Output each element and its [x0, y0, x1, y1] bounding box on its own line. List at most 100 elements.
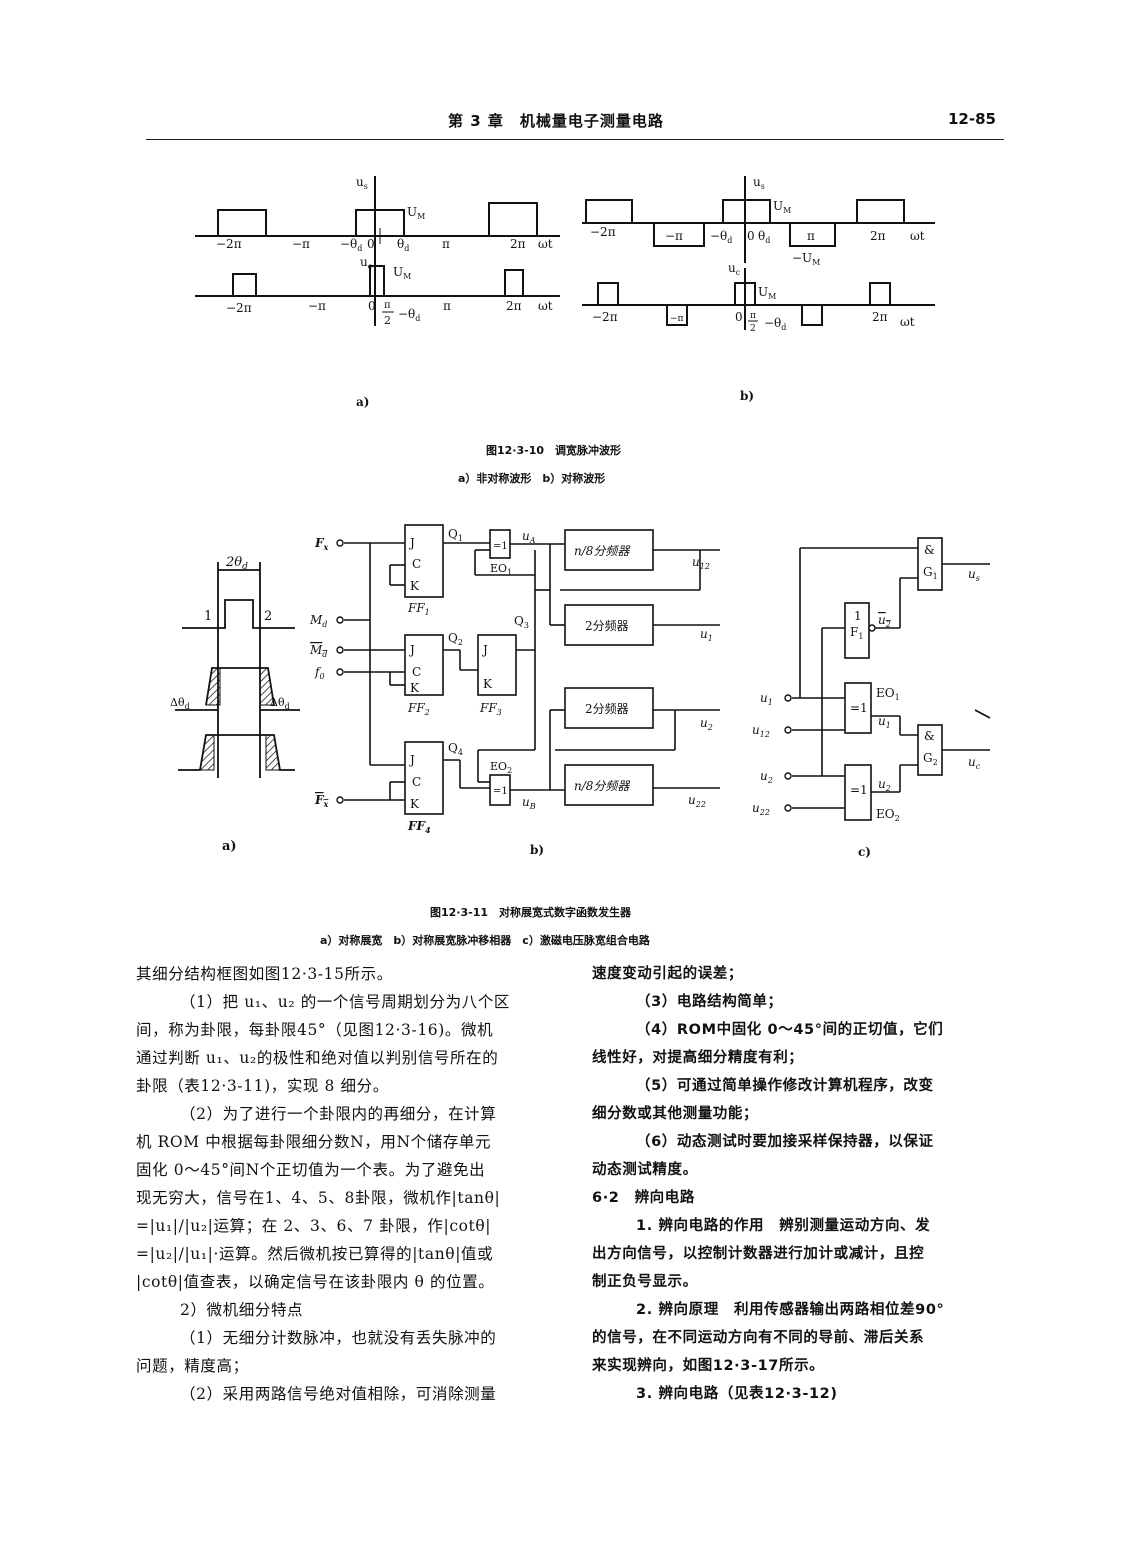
tick-negtheta: −θ — [340, 237, 357, 251]
svg-text:EO1: EO1 — [876, 686, 900, 702]
svg-text:FF1: FF1 — [407, 601, 430, 617]
paragraph-line: 其细分结构框图如图12·3-15所示。 — [136, 965, 393, 983]
tick-negpi: −π — [292, 237, 310, 251]
paragraph-line: （3）电路结构简单； — [636, 994, 783, 1010]
svg-text:uc: uc — [360, 255, 373, 271]
box-2-divider-1: 2分频器 — [585, 619, 629, 633]
paragraph-line: （1）无细分计数脉冲，也就没有丢失脉冲的 — [180, 1329, 497, 1347]
paragraph-line: 间，称为卦限，每卦限45°（见图12·3-16)。微机 — [136, 1021, 494, 1039]
header-rule — [146, 139, 1004, 140]
svg-text:UM: UM — [407, 205, 425, 221]
svg-text:−UM: −UM — [792, 251, 820, 267]
paragraph-line: （2）为了进行一个卦限内的再细分，在计算 — [180, 1105, 497, 1123]
tick-zero: 0 — [367, 237, 375, 251]
svg-text:UM: UM — [758, 285, 776, 301]
pulse — [369, 265, 385, 296]
paragraph-line: 1. 辨向电路的作用 辨别测量运动方向、发 — [636, 1218, 931, 1234]
paragraph-line: 动态测试精度。 — [592, 1162, 698, 1178]
svg-text:Q3: Q3 — [514, 614, 529, 630]
fig11b-circuit — [344, 524, 720, 815]
label-UM: U — [407, 205, 417, 219]
label-uc: u — [360, 255, 368, 269]
svg-text:−π: −π — [308, 299, 326, 313]
pulse — [856, 199, 905, 223]
pulse — [232, 273, 257, 296]
svg-text:θd: θd — [758, 229, 770, 245]
svg-text:C: C — [412, 557, 421, 571]
section-heading: 6·2 辨向电路 — [592, 1190, 695, 1206]
figure-12-3-11: 2θd 1 2 Δθd Δθd a) — [170, 524, 991, 859]
hatched-region — [265, 734, 281, 771]
svg-text:C: C — [412, 775, 421, 789]
svg-text:G2: G2 — [923, 751, 938, 767]
label-2theta: 2θ — [225, 555, 242, 570]
svg-text:−θd: −θd — [398, 307, 420, 323]
paragraph-line: 问题，精度高； — [136, 1357, 249, 1375]
fig11-sub-b: b) — [530, 843, 544, 857]
svg-text:EO2: EO2 — [876, 807, 900, 823]
hatched-region — [205, 667, 221, 706]
paragraph-line: 速度变动引起的误差； — [592, 966, 743, 982]
fig10-sub-b: b) — [740, 389, 754, 403]
svg-text:EO1: EO1 — [490, 562, 512, 577]
svg-text:u1: u1 — [878, 714, 891, 730]
pulse — [217, 209, 267, 236]
label-Md-bar: M — [309, 643, 323, 657]
fig10-sub-a: a) — [356, 395, 369, 409]
svg-text:us: us — [968, 567, 980, 583]
svg-text:f0: f0 — [314, 665, 325, 681]
paragraph-line: （4）ROM中固化 0～45°间的正切值，它们 — [636, 1022, 944, 1038]
svg-text:Md: Md — [309, 643, 327, 659]
pulse — [789, 223, 836, 247]
label-Md: M — [309, 613, 323, 627]
svg-text:=1: =1 — [850, 783, 868, 797]
fig11c-circuit — [792, 537, 991, 821]
svg-text:Q2: Q2 — [448, 631, 463, 647]
paragraph-line: 制正负号显示。 — [592, 1274, 698, 1290]
paragraph-line: 线性好，对提高细分精度有利； — [592, 1050, 804, 1066]
svg-text:&: & — [924, 729, 935, 743]
svg-text:2θd: 2θd — [225, 555, 248, 572]
svg-text:−θd: −θd — [340, 237, 362, 253]
paragraph-line: =|u₂|/|u₁|·运算。然后微机按已算得的|tanθ|值或 — [136, 1245, 494, 1263]
svg-text:Q1: Q1 — [448, 527, 463, 543]
svg-text:Δθd: Δθd — [270, 696, 290, 711]
svg-text:u22: u22 — [688, 793, 706, 809]
svg-text:Fx: Fx — [314, 793, 329, 809]
pulse — [653, 223, 705, 247]
pulse — [585, 199, 633, 223]
svg-text:θd: θd — [397, 237, 409, 253]
pulse — [869, 282, 891, 305]
svg-text:u1: u1 — [760, 691, 773, 707]
svg-text:0: 0 — [735, 310, 743, 324]
svg-text:&: & — [924, 543, 935, 557]
paragraph-line: （2）采用两路信号绝对值相除，可消除测量 — [180, 1385, 497, 1403]
paragraph-line: 卦限（表12·3-11)，实现 8 细分。 — [136, 1077, 389, 1095]
paragraph-line: 的信号，在不同运动方向有不同的导前、滞后关系 — [592, 1330, 925, 1346]
box-n8-divider-1: n/8分频器 — [574, 544, 630, 558]
svg-text:uc: uc — [728, 261, 741, 277]
svg-text:Δθd: Δθd — [170, 696, 190, 711]
pulse — [734, 282, 756, 305]
svg-text:π: π — [750, 311, 756, 321]
svg-text:FF3: FF3 — [479, 701, 502, 717]
pulse — [355, 209, 405, 236]
paragraph-line: 2）微机细分特点 — [180, 1301, 304, 1319]
box-n8-divider-2: n/8分频器 — [574, 779, 630, 793]
svg-text:=1: =1 — [850, 701, 868, 715]
svg-text:K: K — [410, 797, 420, 811]
paragraph-line: 出方向信号，以控制计数器进行加计或减计，且控 — [592, 1246, 925, 1262]
svg-text:uc: uc — [968, 755, 981, 771]
svg-text:us: us — [356, 175, 368, 191]
svg-text:0: 0 — [368, 299, 376, 313]
svg-text:K: K — [483, 677, 493, 691]
svg-text:=1: =1 — [493, 786, 508, 797]
svg-text:u1: u1 — [700, 627, 713, 643]
svg-text:EO2: EO2 — [490, 760, 512, 775]
label-Fx: F — [314, 536, 325, 550]
page-number: 12-85 — [948, 110, 996, 128]
hatched-region — [199, 734, 215, 771]
paragraph-line: |cotθ|值查表，以确定信号在该卦限内 θ 的位置。 — [136, 1273, 495, 1291]
tick-theta: θ — [397, 237, 404, 251]
paragraph-line: 现无穷大，信号在1、4、5、8卦限，微机作|tanθ| — [136, 1189, 501, 1207]
